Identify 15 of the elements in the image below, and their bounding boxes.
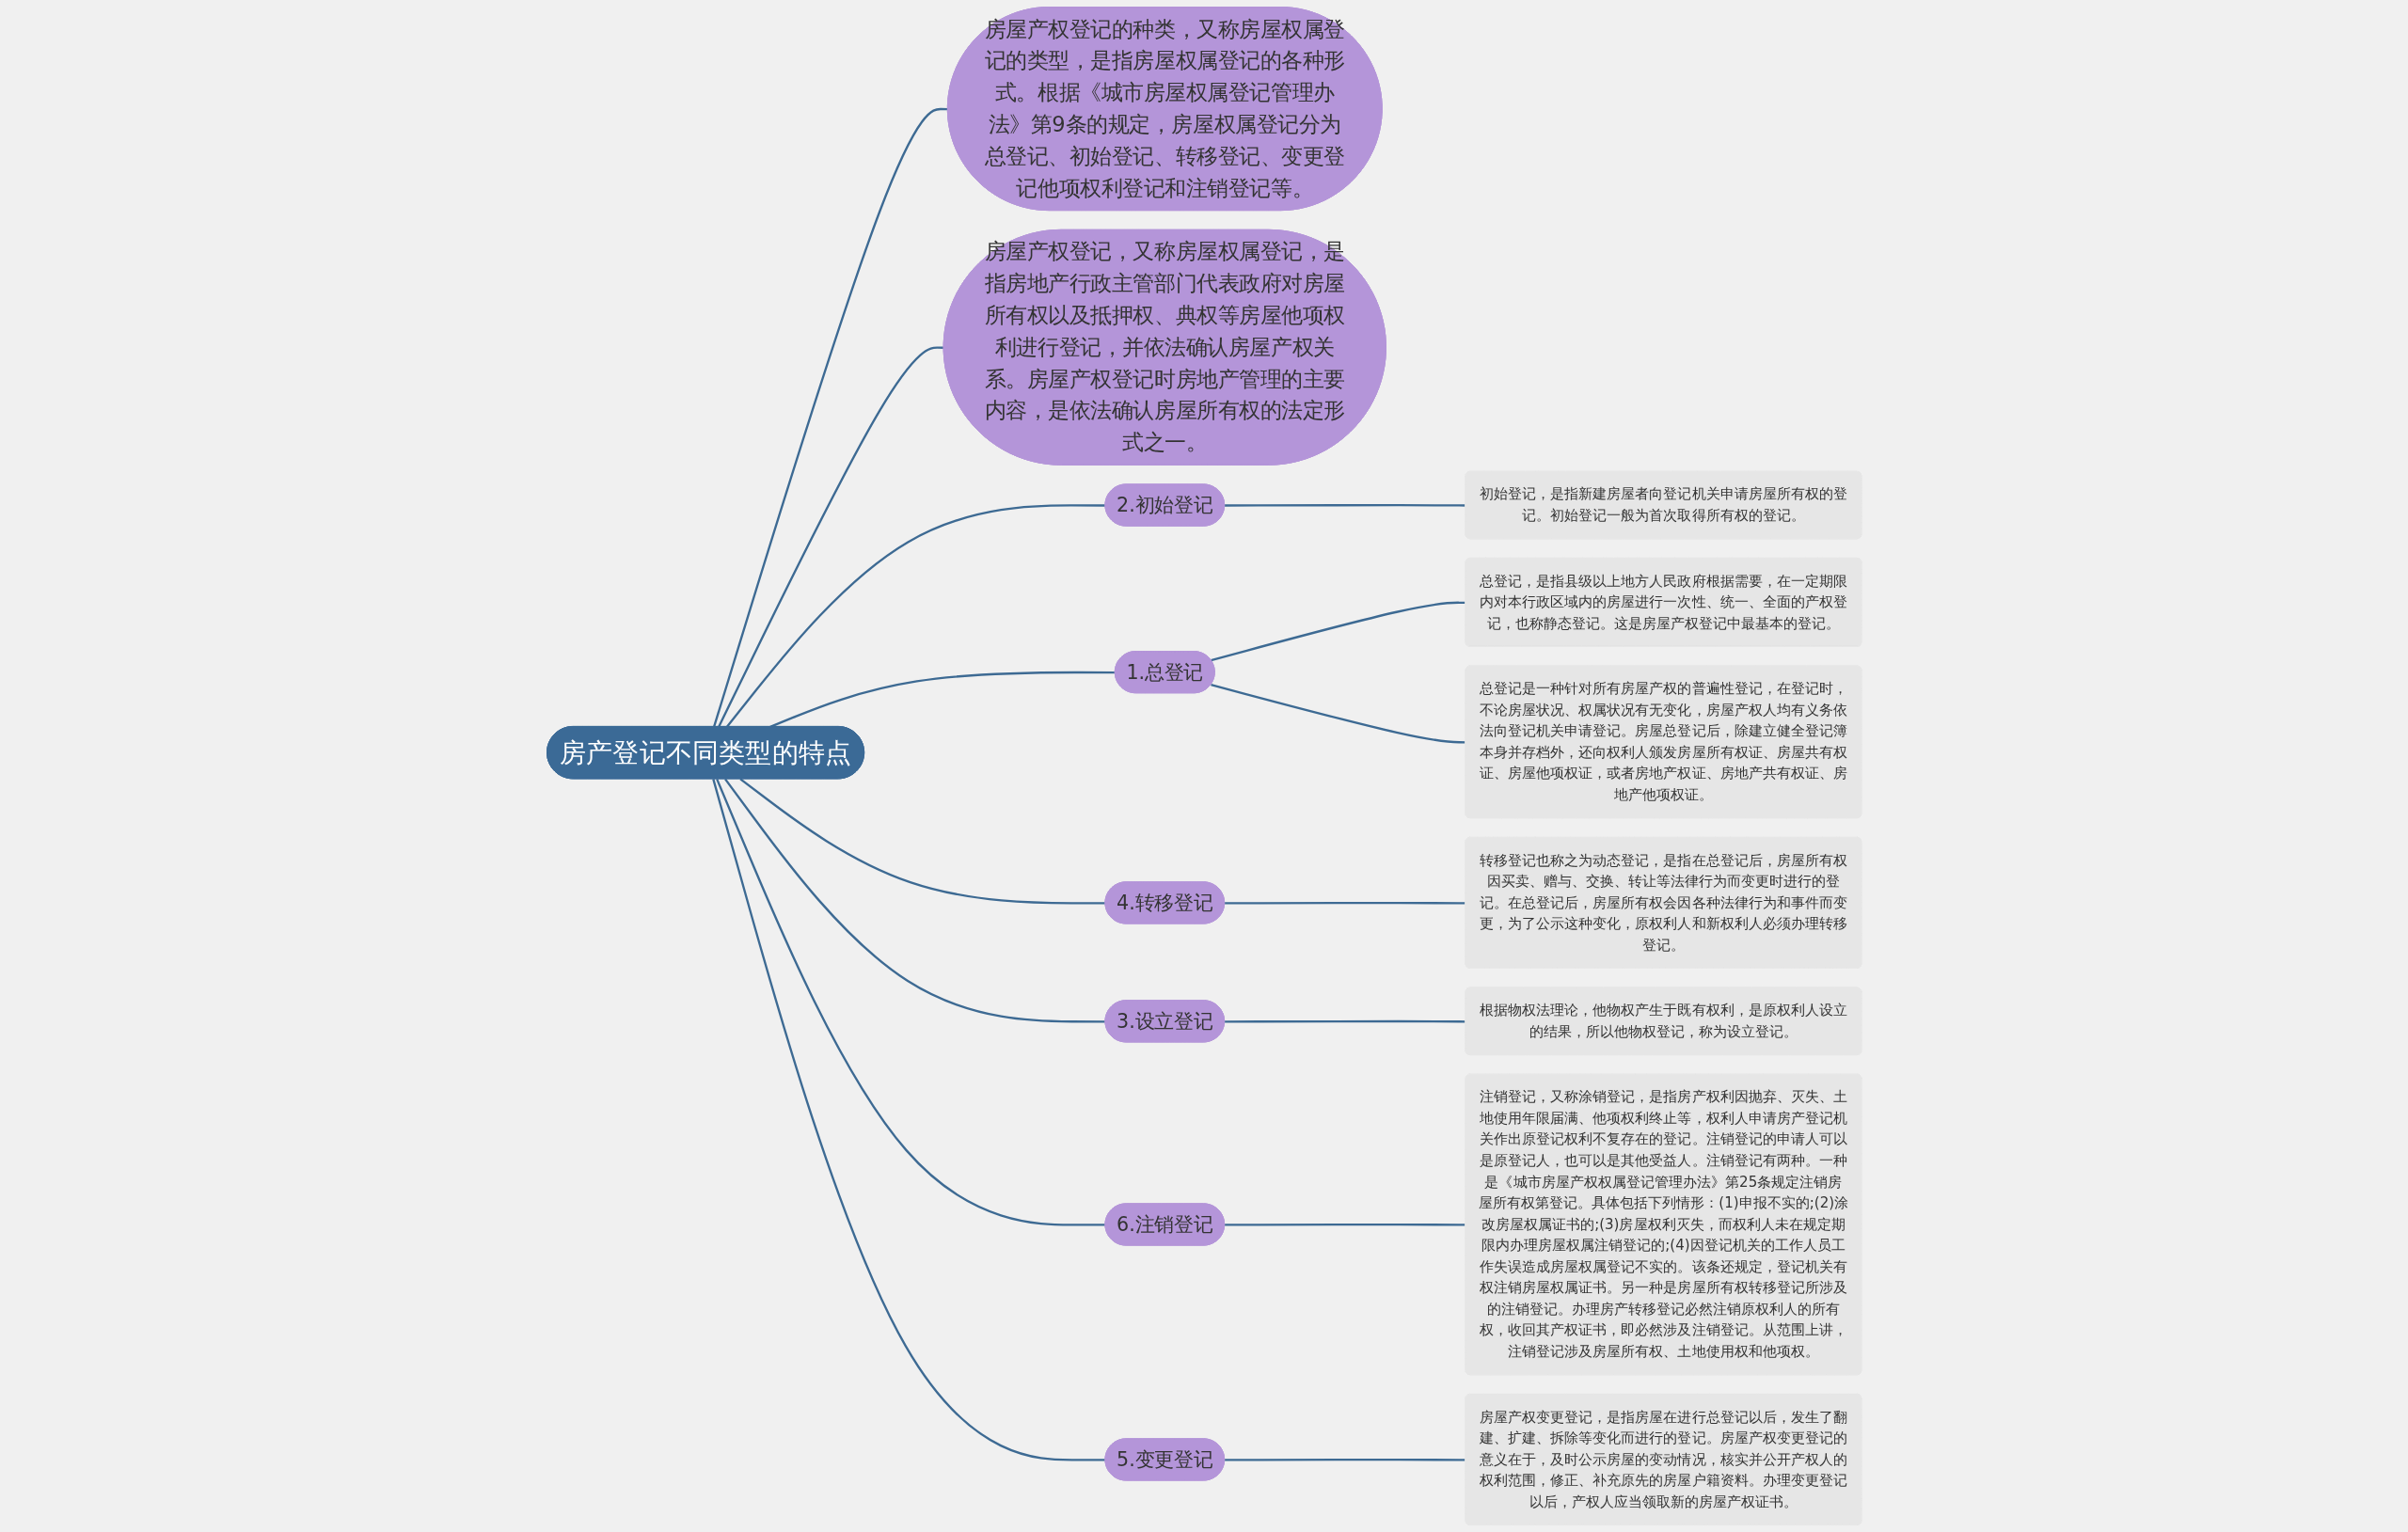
connector [1224,1019,1466,1023]
connector [712,107,948,728]
connector [1224,901,1466,905]
connector [1224,1458,1466,1461]
connector [1210,601,1466,662]
connector [723,778,1106,1023]
connector [769,671,1116,728]
connector [717,346,944,728]
connector [711,779,1106,1461]
connector [725,504,1106,728]
connector [715,778,1106,1226]
connector [739,778,1106,905]
connector [1224,504,1466,507]
connector [1210,684,1466,744]
connector [1224,1223,1466,1226]
